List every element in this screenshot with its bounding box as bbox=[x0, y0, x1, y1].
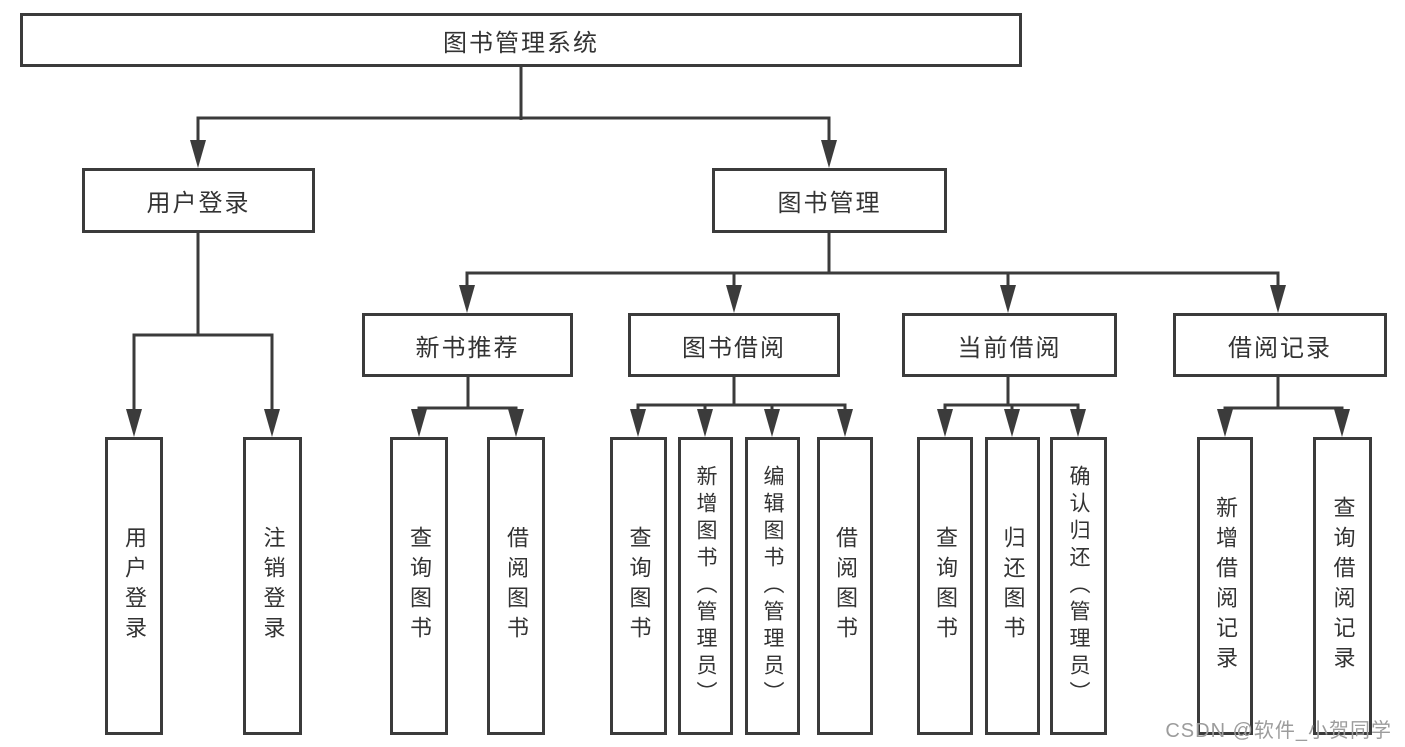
leaf-borrow-borrow-label: 借阅图书 bbox=[833, 526, 858, 646]
leaf-logout: 注销登录 bbox=[243, 437, 302, 735]
arrow-bb-add bbox=[697, 409, 713, 437]
arrow-currentborrow bbox=[1000, 285, 1016, 313]
arrow-cb-query bbox=[937, 409, 953, 437]
leaf-borrow-edit-admin: 编辑图书（管理员） bbox=[745, 437, 800, 735]
arrow-bb-borrow bbox=[837, 409, 853, 437]
leaf-newbooks-borrow: 借阅图书 bbox=[487, 437, 545, 735]
node-book-borrowing-label: 图书借阅 bbox=[682, 334, 786, 362]
leaf-records-query: 查询借阅记录 bbox=[1313, 437, 1372, 735]
leaf-current-query: 查询图书 bbox=[917, 437, 973, 735]
node-book-management-label: 图书管理 bbox=[777, 190, 882, 217]
leaf-borrow-add-admin: 新增图书（管理员） bbox=[678, 437, 733, 735]
leaf-newbooks-query-label: 查询图书 bbox=[407, 526, 432, 646]
arrow-borrowrecords bbox=[1270, 285, 1286, 313]
leaf-borrow-query-label: 查询图书 bbox=[626, 526, 652, 646]
arrow-br-query bbox=[1334, 409, 1350, 437]
arrow-newbooks bbox=[459, 285, 475, 313]
node-user-login-label: 用户登录 bbox=[146, 190, 251, 217]
leaf-current-return-label: 归还图书 bbox=[1000, 526, 1026, 646]
edge-borrow-split bbox=[636, 403, 847, 430]
arrow-leaf-login bbox=[126, 409, 142, 437]
leaf-borrow-edit-admin-label: 编辑图书（管理员） bbox=[761, 464, 784, 708]
edge-newbooks-split bbox=[417, 406, 518, 430]
edge-userlogin-split bbox=[132, 333, 274, 428]
node-borrow-records: 借阅记录 bbox=[1173, 313, 1387, 377]
arrow-bb-edit bbox=[764, 409, 780, 437]
node-user-login: 用户登录 bbox=[82, 168, 315, 233]
leaf-newbooks-borrow-label: 借阅图书 bbox=[504, 526, 529, 646]
node-current-borrowing: 当前借阅 bbox=[902, 313, 1117, 377]
node-book-borrowing: 图书借阅 bbox=[628, 313, 840, 377]
node-root: 图书管理系统 bbox=[20, 13, 1022, 67]
leaf-borrow-borrow: 借阅图书 bbox=[817, 437, 873, 735]
arrow-userlogin bbox=[190, 140, 206, 168]
node-current-borrowing-label: 当前借阅 bbox=[957, 334, 1062, 362]
csdn-watermark: CSDN @软件_小贺同学 bbox=[1165, 720, 1392, 742]
edge-records-split bbox=[1223, 406, 1344, 430]
leaf-logout-label: 注销登录 bbox=[260, 526, 286, 646]
leaf-user-login-label: 用户登录 bbox=[122, 526, 147, 646]
arrow-bookborrow bbox=[726, 285, 742, 313]
arrow-cb-confirm bbox=[1070, 409, 1086, 437]
leaf-current-query-label: 查询图书 bbox=[933, 526, 958, 646]
node-book-management: 图书管理 bbox=[712, 168, 947, 233]
arrow-nb-query bbox=[411, 409, 427, 437]
arrow-cb-return bbox=[1004, 409, 1020, 437]
node-root-label: 图书管理系统 bbox=[443, 29, 599, 57]
arrow-leaf-logout bbox=[264, 409, 280, 437]
arrow-bb-query bbox=[630, 409, 646, 437]
leaf-user-login: 用户登录 bbox=[105, 437, 163, 735]
edge-current-split bbox=[943, 403, 1080, 430]
leaf-borrow-add-admin-label: 新增图书（管理员） bbox=[694, 464, 717, 708]
arrow-bookmgmt bbox=[821, 140, 837, 168]
leaf-records-add-label: 新增借阅记录 bbox=[1213, 496, 1238, 676]
leaf-borrow-query: 查询图书 bbox=[610, 437, 667, 735]
node-new-book-recommend-label: 新书推荐 bbox=[415, 334, 520, 362]
leaf-newbooks-query: 查询图书 bbox=[390, 437, 448, 735]
node-new-book-recommend: 新书推荐 bbox=[362, 313, 573, 377]
leaf-records-query-label: 查询借阅记录 bbox=[1330, 496, 1356, 676]
leaf-current-confirm-admin-label: 确认归还（管理员） bbox=[1067, 464, 1090, 708]
edge-root-split bbox=[196, 116, 831, 158]
node-borrow-records-label: 借阅记录 bbox=[1228, 334, 1332, 362]
leaf-current-return: 归还图书 bbox=[985, 437, 1040, 735]
leaf-current-confirm-admin: 确认归还（管理员） bbox=[1050, 437, 1107, 735]
arrow-nb-borrow bbox=[508, 409, 524, 437]
arrow-br-add bbox=[1217, 409, 1233, 437]
leaf-records-add: 新增借阅记录 bbox=[1197, 437, 1253, 735]
edge-bookmgmt-split bbox=[465, 271, 1280, 303]
